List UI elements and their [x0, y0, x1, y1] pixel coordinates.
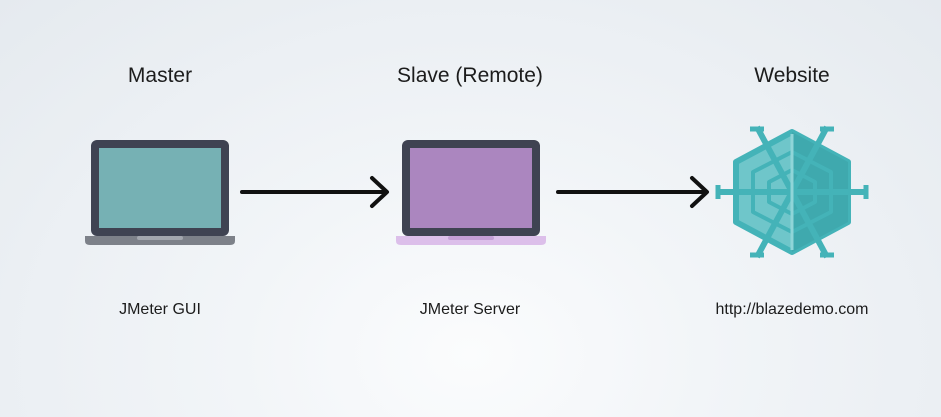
- master-base: [85, 236, 235, 245]
- master-laptop-icon: [85, 140, 235, 245]
- slave-screen: [410, 148, 532, 228]
- slave-base: [396, 236, 546, 245]
- master-heading: Master: [127, 64, 193, 87]
- website-caption: http://blazedemo.com: [715, 301, 869, 318]
- arrow-slave-to-website: [556, 176, 709, 208]
- web-globe-icon: [715, 125, 869, 259]
- master-caption: JMeter GUI: [119, 301, 201, 318]
- master-screen: [99, 148, 221, 228]
- slave-caption: JMeter Server: [419, 301, 521, 318]
- arrow-master-to-slave: [240, 176, 389, 208]
- slave-laptop-icon: [396, 140, 546, 245]
- slave-heading: Slave (Remote): [397, 64, 543, 87]
- website-heading: Website: [754, 64, 830, 87]
